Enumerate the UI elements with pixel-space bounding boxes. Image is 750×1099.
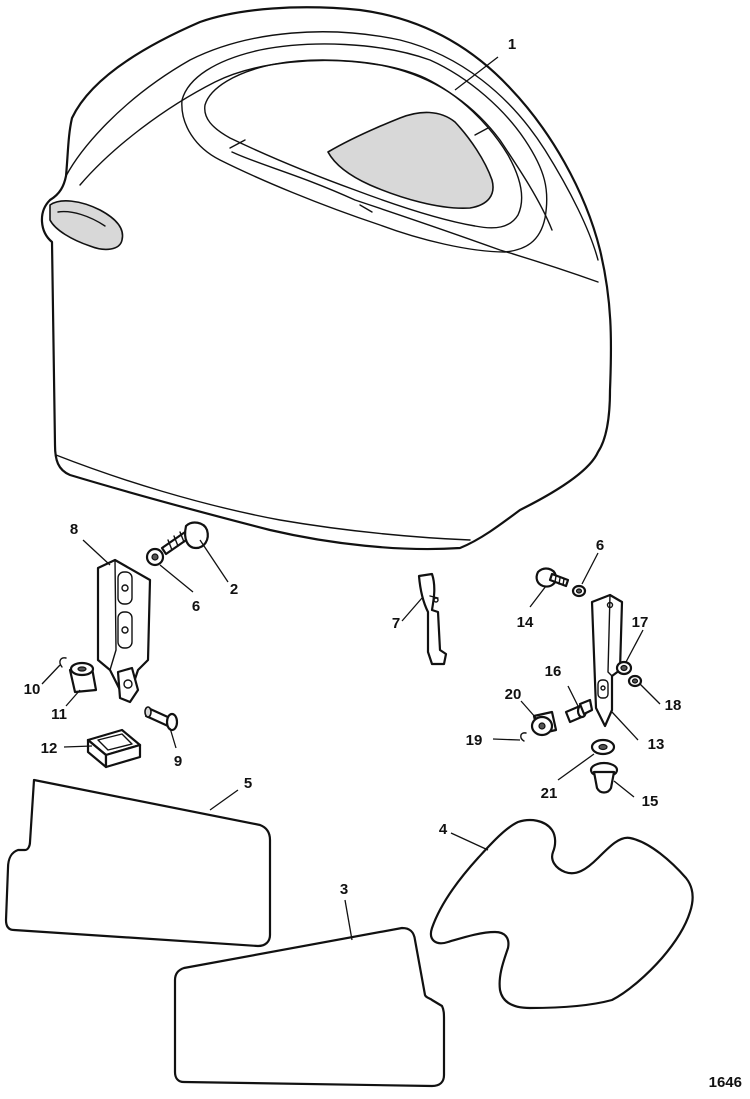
callout-4: 4 (439, 821, 448, 838)
stud-16 (564, 698, 594, 724)
leader-17 (625, 629, 644, 663)
seal-5 (4, 778, 272, 948)
leader-5 (209, 789, 239, 811)
callout-3: 3 (340, 881, 348, 898)
leader-1 (454, 56, 499, 91)
callout-19: 19 (466, 732, 483, 749)
callout-10: 10 (24, 681, 41, 698)
figure-number: 1646 (709, 1074, 742, 1091)
leader-20 (520, 700, 537, 719)
callout-17: 17 (632, 614, 649, 631)
washer-6-right (571, 584, 587, 598)
leader-4 (450, 832, 489, 851)
callout-21: 21 (541, 785, 558, 802)
leader-9 (169, 727, 177, 749)
e-clip-19 (520, 732, 527, 742)
latch-hook-7 (417, 572, 448, 666)
callout-7: 7 (392, 615, 400, 632)
leader-7 (401, 597, 423, 622)
leader-6-left (159, 564, 194, 593)
callout-12: 12 (41, 740, 58, 757)
callout-16: 16 (545, 663, 562, 680)
callout-13: 13 (648, 736, 665, 753)
leader-12 (63, 745, 93, 748)
screw-14 (535, 567, 570, 588)
top-cowl (40, 6, 613, 551)
leader-13 (611, 711, 639, 741)
leader-19 (492, 738, 521, 741)
gasket-4 (429, 819, 694, 1010)
leader-21 (557, 753, 595, 781)
callout-11: 11 (51, 706, 67, 723)
callout-6-right: 6 (596, 537, 604, 554)
leader-2 (199, 539, 229, 583)
leader-3 (344, 899, 353, 941)
seal-3 (173, 926, 446, 1088)
rubber-block-12 (86, 728, 142, 769)
leader-14 (529, 585, 547, 608)
callout-9: 9 (174, 753, 182, 770)
leader-16 (567, 685, 579, 707)
latch-bracket (96, 558, 152, 704)
leader-11 (65, 689, 81, 707)
callout-14: 14 (517, 614, 534, 631)
callout-labels: 1 2 3 4 5 6 6 7 8 9 10 11 12 13 14 15 16… (24, 36, 682, 898)
leader-15 (613, 780, 635, 798)
callout-18: 18 (665, 697, 682, 714)
washer-18 (627, 674, 643, 688)
callout-2: 2 (230, 581, 238, 598)
nut-17 (615, 660, 633, 676)
grommet-15 (589, 761, 619, 794)
leader-lines (41, 56, 661, 941)
callout-1: 1 (508, 36, 516, 53)
callout-6-left: 6 (192, 598, 200, 615)
callout-20: 20 (505, 686, 522, 703)
star-washer-6-left (145, 547, 165, 567)
leader-18 (639, 683, 661, 705)
washer-21 (590, 738, 616, 756)
callout-15: 15 (642, 793, 659, 810)
pin-9 (144, 706, 179, 732)
spacer-11 (68, 661, 98, 694)
leader-10 (41, 664, 61, 685)
screw-2 (160, 521, 209, 556)
callout-8: 8 (70, 521, 78, 538)
e-clip-10 (59, 657, 67, 668)
leader-6-right (581, 552, 599, 585)
callout-5: 5 (244, 775, 252, 792)
leader-8 (82, 539, 111, 566)
bushing-20 (530, 710, 558, 737)
latch-plate-13 (590, 593, 624, 728)
